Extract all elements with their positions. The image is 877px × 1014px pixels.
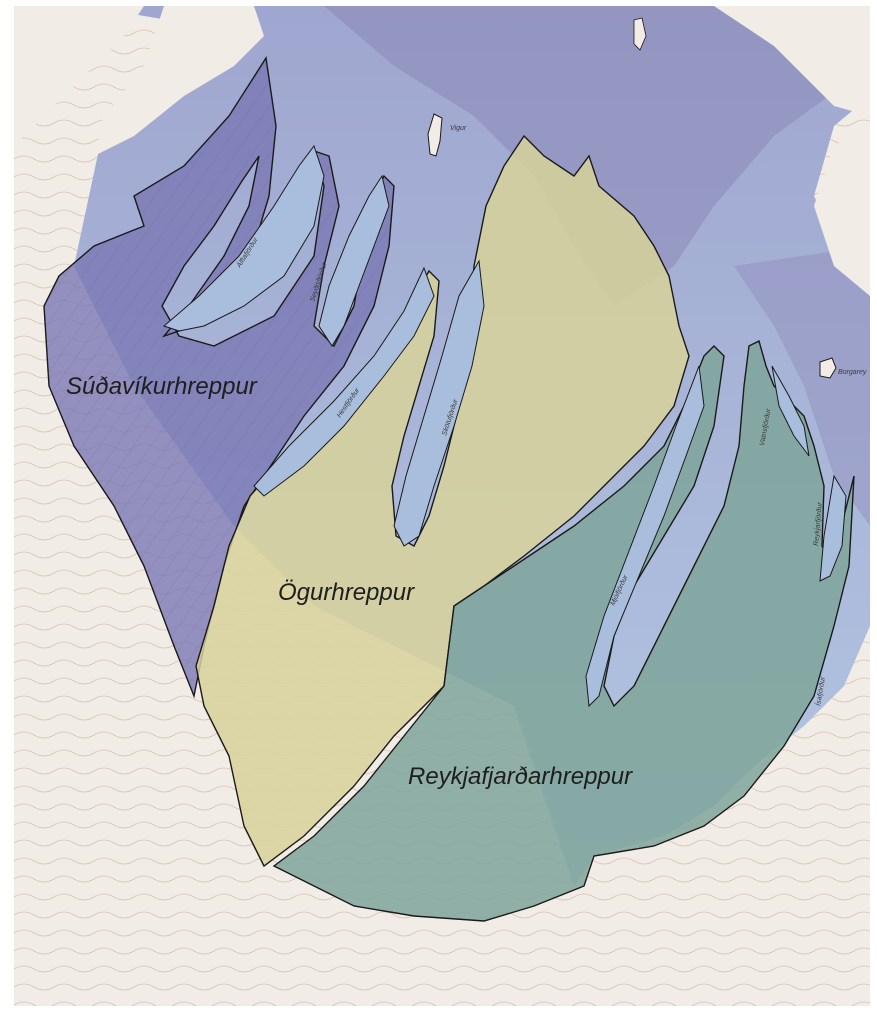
map-canvas[interactable]: Súðavíkurhreppur Ögurhreppur Reykjafjarð… (14, 6, 870, 1006)
deep-channel-east (734, 246, 870, 526)
place-label-vigur: Vigur (450, 125, 467, 132)
island-vigur[interactable] (427, 113, 443, 157)
region-reykjafjardarhreppur[interactable] (272, 339, 855, 922)
island-small-north (633, 17, 647, 51)
fjord-mjoifjordur (585, 365, 705, 708)
fjord-hestfjordur (253, 266, 435, 497)
fjord-reykjarfjordur (819, 474, 847, 582)
region-label-reykjafjardarhreppur: Reykjafjarðarhreppur (408, 763, 633, 790)
fjord-alftafjordur (163, 144, 325, 332)
fjord-seydisfjordur (318, 174, 390, 347)
place-label-reykjarfjordur: Reykjarfjörður (813, 501, 824, 546)
map-frame: Súðavíkurhreppur Ögurhreppur Reykjafjarð… (14, 6, 870, 1006)
fjord-skotufjordur (393, 259, 485, 547)
island-borgarey[interactable] (819, 357, 837, 379)
land-north-peninsula (94, 6, 264, 156)
deep-channel (324, 6, 870, 306)
region-label-sudavikurhreppur: Súðavíkurhreppur (66, 373, 258, 400)
region-ogurhreppur[interactable] (195, 134, 690, 868)
place-label-borgarey: Borgarey (838, 369, 867, 376)
region-label-ogurhreppur: Ögurhreppur (278, 579, 415, 606)
fjord-vatnsfjordur (771, 365, 810, 457)
land-northwest (14, 6, 144, 146)
land-east (814, 126, 870, 296)
land-northeast (714, 6, 870, 116)
